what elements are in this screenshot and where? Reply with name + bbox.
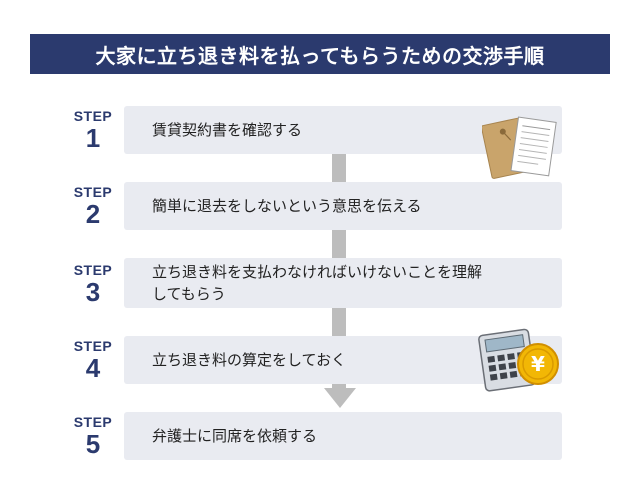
step-2-box: 簡単に退去をしないという意思を伝える [124,182,562,230]
step-3-text: 立ち退き料を支払わなければいけないことを理解してもらう [152,263,483,303]
page-title: 大家に立ち退き料を払ってもらうための交渉手順 [30,34,610,74]
step-word: STEP [73,414,113,430]
step-3-label: STEP 3 [58,262,128,306]
step-number: 4 [85,353,101,383]
step-4-label: STEP 4 [58,338,128,382]
step-1-label: STEP 1 [58,108,128,152]
calculator-yen-coin-icon: ¥ [478,328,559,392]
documents-icon [482,116,557,179]
step-number: 3 [85,277,101,307]
step-5-label: STEP 5 [58,414,128,458]
step-1-text: 賃貸契約書を確認する [152,121,303,139]
step-word: STEP [73,184,113,200]
step-5-text: 弁護士に同席を依頼する [152,427,318,445]
down-arrow-icon [324,388,356,408]
step-number: 2 [85,199,101,229]
step-word: STEP [73,338,113,354]
step-number: 1 [85,123,101,153]
step-5-box: 弁護士に同席を依頼する [124,412,562,460]
step-4-text: 立ち退き料の算定をしておく [152,351,347,369]
step-word: STEP [73,262,113,278]
svg-text:¥: ¥ [531,352,545,376]
step-word: STEP [73,108,113,124]
step-number: 5 [85,429,101,459]
step-2-label: STEP 2 [58,184,128,228]
step-2-text: 簡単に退去をしないという意思を伝える [152,197,422,215]
step-3-box: 立ち退き料を支払わなければいけないことを理解してもらう [124,258,562,308]
